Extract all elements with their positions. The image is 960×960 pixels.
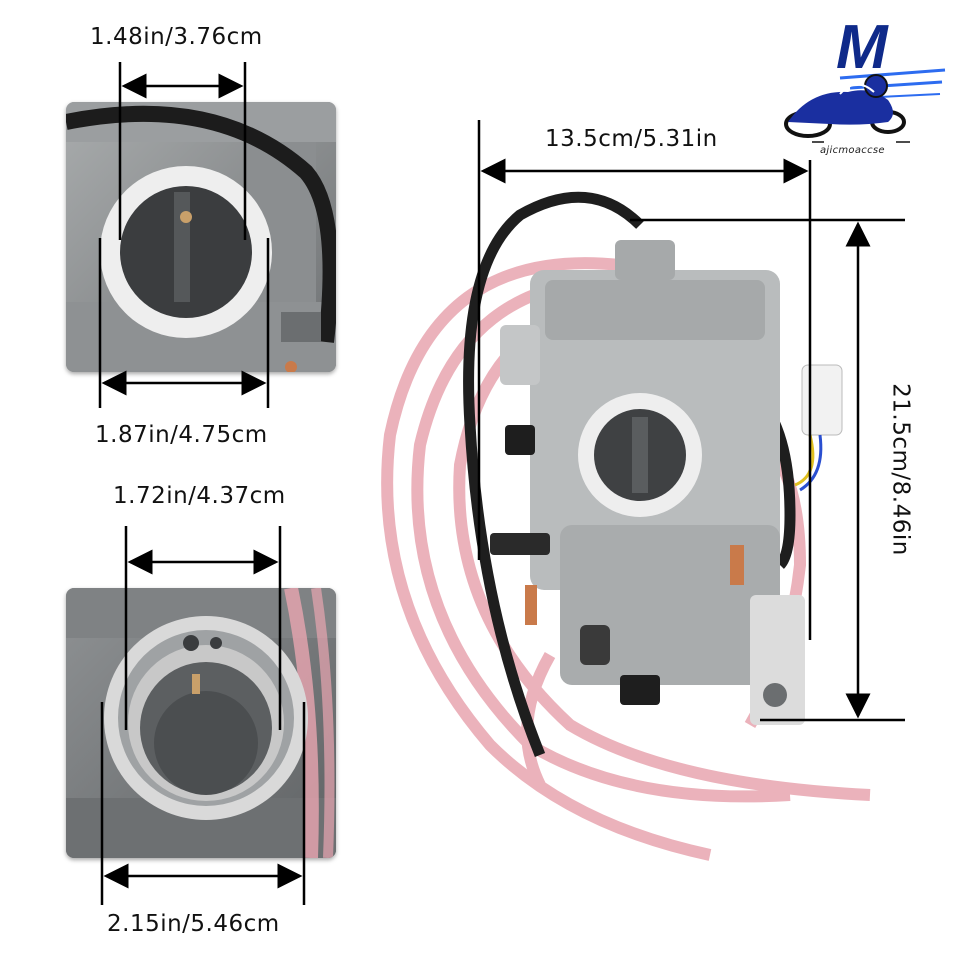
brand-caption: ajicmoaccse bbox=[820, 145, 885, 156]
body-width-label: 13.5cm/5.31in bbox=[545, 126, 718, 152]
motorcycle-rider-icon bbox=[784, 74, 906, 138]
top-inner-diameter-label: 1.48in/3.76cm bbox=[90, 24, 263, 50]
outlet-closeup-photo bbox=[66, 588, 336, 858]
bottom-inner-diameter-label: 1.72in/4.37cm bbox=[113, 483, 286, 509]
carburetor-body bbox=[490, 240, 805, 725]
top-outer-diameter-label: 1.87in/4.75cm bbox=[95, 422, 268, 448]
brand-logo: M bbox=[770, 6, 955, 166]
bottom-outer-diameter-label: 2.15in/5.46cm bbox=[107, 911, 280, 937]
body-height-label: 21.5cm/8.46in bbox=[887, 383, 914, 556]
carburetor-main-photo bbox=[370, 185, 890, 875]
wire-connector bbox=[794, 364, 843, 492]
intake-closeup-photo bbox=[66, 102, 336, 372]
logo-letter: M bbox=[836, 13, 889, 82]
